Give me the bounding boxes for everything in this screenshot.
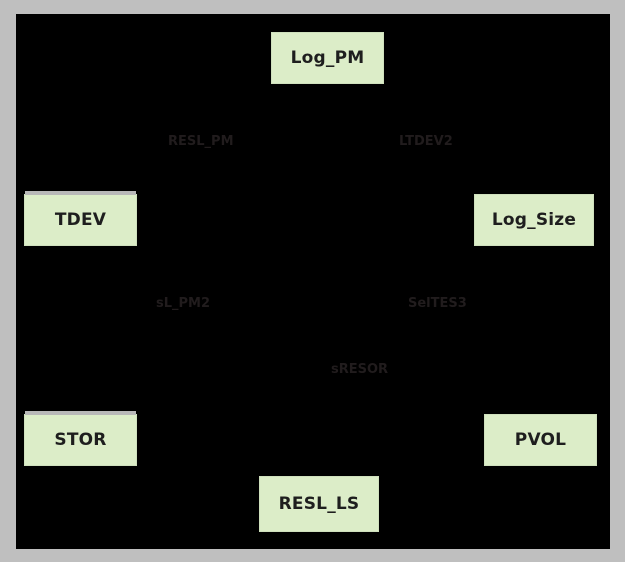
edge-label-log_pm-log_size: LTDEV2 xyxy=(399,134,453,149)
edge-layer xyxy=(61,84,559,485)
node-label: PVOL xyxy=(514,430,567,450)
node-label: STOR xyxy=(54,430,107,450)
edge-log_pm-stor[interactable] xyxy=(61,84,311,423)
node-label: TDEV xyxy=(54,210,107,230)
node-resl_ls[interactable]: RESL_LS xyxy=(259,476,379,532)
node-log_size[interactable]: Log_Size xyxy=(474,194,594,246)
edge-log_pm-tdev[interactable] xyxy=(61,84,294,203)
node-label: RESL_LS xyxy=(278,494,360,514)
node-pvol[interactable]: PVOL xyxy=(484,414,597,466)
edge-log_pm-pvol[interactable] xyxy=(343,84,559,423)
node-stor[interactable]: STOR xyxy=(24,411,137,466)
node-label: Log_PM xyxy=(290,48,365,68)
node-label: Log_Size xyxy=(491,210,577,230)
edge-label-log_pm-stor: sL_PM2 xyxy=(156,296,211,311)
node-top-stripe xyxy=(25,411,136,415)
node-top-stripe xyxy=(25,191,136,195)
edge-label-log_pm-resl_ls: sRESOR xyxy=(331,362,389,377)
diagram-canvas[interactable]: Log_PM TDEV Log_Size STOR RESL_LS PVOL R… xyxy=(16,14,610,549)
node-log_pm[interactable]: Log_PM xyxy=(271,32,384,84)
node-tdev[interactable]: TDEV xyxy=(24,191,137,246)
edge-label-log_pm-tdev: RESL_PM xyxy=(168,134,234,149)
edge-log_pm-log_size[interactable] xyxy=(361,84,553,203)
edge-label-log_pm-pvol: SelTES3 xyxy=(408,296,467,311)
